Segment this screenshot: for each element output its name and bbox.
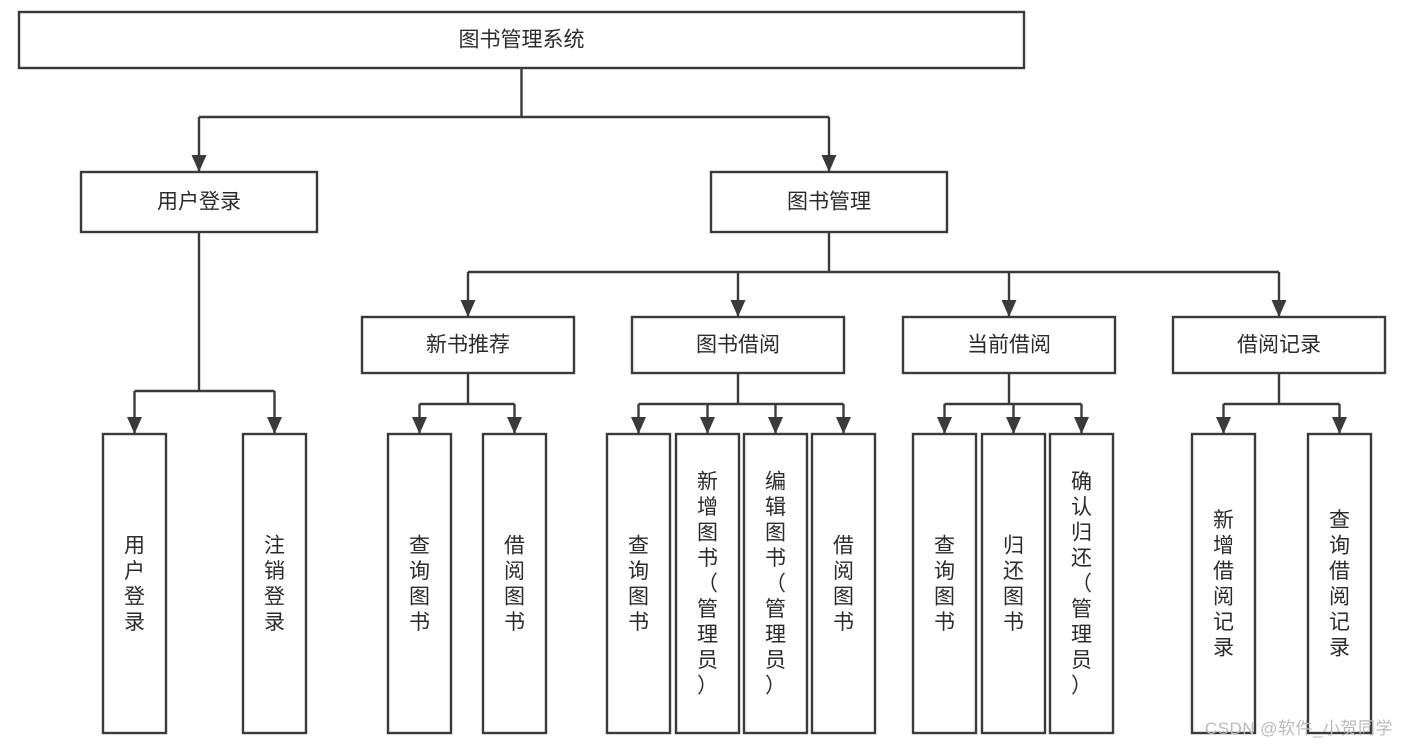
box-leaf-query-record (1306, 432, 1373, 735)
label-leaf-edit-book: 编辑图书（管理员） (765, 471, 786, 698)
connector-lines (127, 68, 1347, 434)
box-user-login (79, 170, 319, 234)
node-boxes: 图书管理系统用户登录图书管理新书推荐图书借阅当前借阅借阅记录用户登录注销登录查询… (17, 10, 1387, 735)
label-leaf-borrow-book-2: 借阅图书 (833, 534, 854, 634)
label-leaf-query-book-2: 查询图书 (628, 534, 649, 634)
node-leaf-leaf-query-book-3[interactable]: 查询图书 (911, 432, 978, 735)
label-user-login: 用户登录 (157, 191, 241, 214)
box-leaf-borrow-book-1 (481, 432, 548, 735)
book-borrow-arrow-1 (700, 417, 715, 434)
box-root (17, 10, 1026, 70)
csdn-watermark: CSDN @软件_小贺同学 (1204, 719, 1393, 738)
box-new-book-recommend (360, 315, 576, 375)
borrow-record-arrow-0 (1216, 417, 1231, 434)
node-leaf-leaf-borrow-book-2[interactable]: 借阅图书 (810, 432, 877, 735)
box-leaf-user-login (101, 432, 168, 735)
book-manage-arrow-1 (730, 300, 746, 317)
new-book-recommend-arrow-1 (507, 417, 522, 434)
box-leaf-query-book-3 (911, 432, 978, 735)
label-new-book-recommend: 新书推荐 (426, 334, 510, 357)
book-borrow-arrow-0 (631, 417, 646, 434)
current-borrow-arrow-0 (937, 417, 952, 434)
box-leaf-query-book-2 (605, 432, 672, 735)
node-l3-new-book-recommend[interactable]: 新书推荐 (360, 315, 576, 375)
label-book-borrow: 图书借阅 (696, 334, 780, 357)
box-book-manage (709, 170, 949, 234)
user-login-arrow-0 (127, 417, 142, 434)
label-leaf-add-record: 新增借阅记录 (1213, 509, 1234, 660)
node-leaf-leaf-return-book[interactable]: 归还图书 (980, 432, 1047, 735)
node-l3-borrow-record[interactable]: 借阅记录 (1171, 315, 1387, 375)
node-l2-book-manage[interactable]: 图书管理 (709, 170, 949, 234)
book-borrow-arrow-3 (836, 417, 851, 434)
label-leaf-add-book: 新增图书（管理员） (697, 471, 718, 698)
node-l3-book-borrow[interactable]: 图书借阅 (630, 315, 846, 375)
node-leaf-leaf-query-record[interactable]: 查询借阅记录 (1306, 432, 1373, 735)
root-arrow-1 (821, 155, 837, 172)
label-leaf-query-book-3: 查询图书 (934, 534, 955, 634)
box-leaf-return-book (980, 432, 1047, 735)
box-leaf-logout (241, 432, 308, 735)
label-current-borrow: 当前借阅 (967, 334, 1051, 357)
node-leaf-leaf-confirm-return[interactable]: 确认归还（管理员） (1048, 432, 1115, 735)
book-borrow-arrow-2 (768, 417, 783, 434)
box-leaf-query-book-1 (386, 432, 453, 735)
node-leaf-leaf-user-login[interactable]: 用户登录 (101, 432, 168, 735)
borrow-record-arrow-1 (1332, 417, 1347, 434)
label-leaf-confirm-return: 确认归还（管理员） (1071, 471, 1092, 698)
node-leaf-leaf-query-book-2[interactable]: 查询图书 (605, 432, 672, 735)
node-leaf-leaf-add-record[interactable]: 新增借阅记录 (1190, 432, 1257, 735)
current-borrow-arrow-2 (1074, 417, 1089, 434)
book-manage-arrow-0 (460, 300, 476, 317)
user-login-arrow-1 (267, 417, 282, 434)
node-l2-user-login[interactable]: 用户登录 (79, 170, 319, 234)
root-arrow-0 (191, 155, 207, 172)
current-borrow-arrow-1 (1006, 417, 1021, 434)
label-leaf-logout: 注销登录 (264, 534, 285, 634)
node-l3-current-borrow[interactable]: 当前借阅 (901, 315, 1117, 375)
label-borrow-record: 借阅记录 (1237, 334, 1321, 357)
label-leaf-query-book-1: 查询图书 (409, 534, 430, 634)
label-root: 图书管理系统 (459, 29, 585, 52)
node-leaf-leaf-add-book[interactable]: 新增图书（管理员） (674, 432, 741, 735)
box-leaf-edit-book (742, 432, 809, 735)
box-leaf-add-book (674, 432, 741, 735)
book-manage-arrow-2 (1001, 300, 1017, 317)
label-leaf-borrow-book-1: 借阅图书 (504, 534, 525, 634)
node-leaf-leaf-borrow-book-1[interactable]: 借阅图书 (481, 432, 548, 735)
label-book-manage: 图书管理 (787, 191, 871, 214)
label-leaf-return-book: 归还图书 (1003, 534, 1024, 634)
new-book-recommend-arrow-0 (412, 417, 427, 434)
box-leaf-borrow-book-2 (810, 432, 877, 735)
node-root-root[interactable]: 图书管理系统 (17, 10, 1026, 70)
book-manage-arrow-3 (1271, 300, 1287, 317)
node-leaf-leaf-logout[interactable]: 注销登录 (241, 432, 308, 735)
box-leaf-confirm-return (1048, 432, 1115, 735)
box-leaf-add-record (1190, 432, 1257, 735)
node-leaf-leaf-query-book-1[interactable]: 查询图书 (386, 432, 453, 735)
label-leaf-query-record: 查询借阅记录 (1329, 509, 1350, 660)
label-leaf-user-login: 用户登录 (124, 534, 145, 634)
box-current-borrow (901, 315, 1117, 375)
box-book-borrow (630, 315, 846, 375)
box-borrow-record (1171, 315, 1387, 375)
node-leaf-leaf-edit-book[interactable]: 编辑图书（管理员） (742, 432, 809, 735)
